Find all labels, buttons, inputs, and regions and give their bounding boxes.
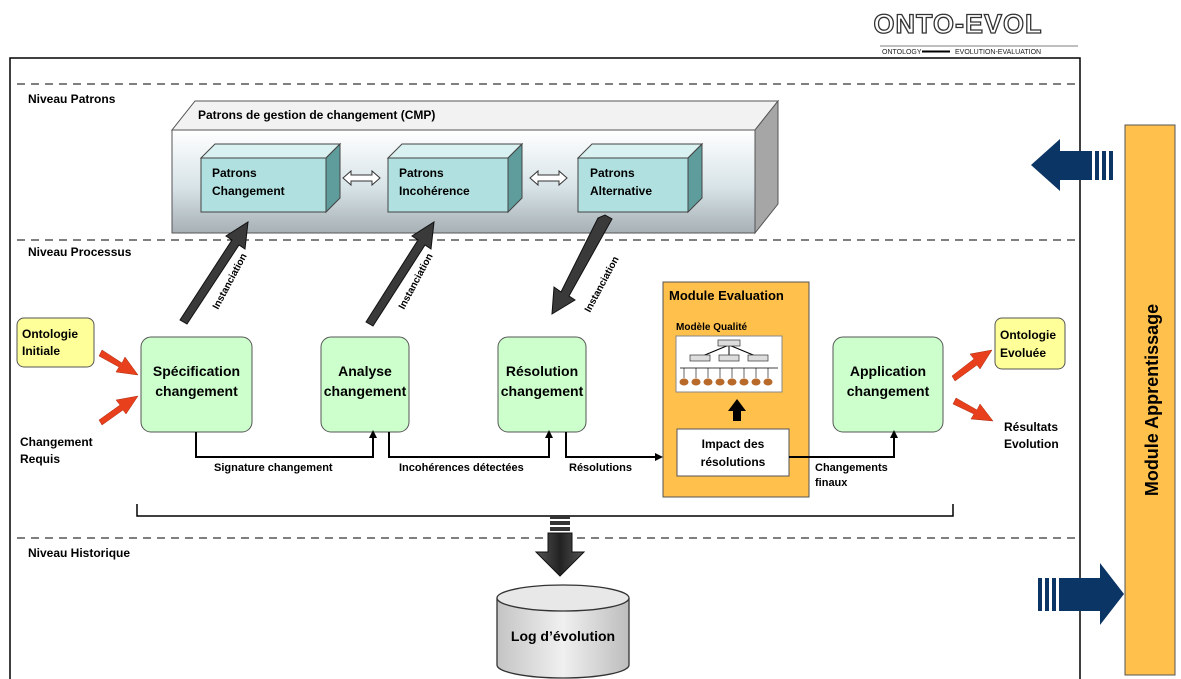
flow-label-resolutions: Résolutions bbox=[569, 462, 632, 474]
big-arrow-left-icon bbox=[1031, 139, 1113, 191]
ontologie-initiale-box: Ontologie Initiale bbox=[16, 317, 95, 368]
process-resolution: Résolution changement bbox=[497, 336, 587, 433]
instanciation-label-2: Instanciation bbox=[397, 252, 436, 312]
module-apprentissage-label: Module Apprentissage bbox=[1142, 304, 1162, 496]
flow-arrowhead-2-icon bbox=[545, 430, 553, 438]
process-specification-line1: Spécification bbox=[153, 363, 240, 379]
flow-label-incoherences: Incohérences détectées bbox=[399, 462, 524, 474]
red-arrow-input-2-icon bbox=[98, 395, 139, 426]
flow-arrowhead-1-icon bbox=[369, 430, 377, 438]
module-evaluation-title: Module Evaluation bbox=[669, 288, 784, 303]
resultats-line2: Evolution bbox=[1004, 437, 1059, 451]
logo-text: ONTO-EVOL bbox=[873, 9, 1042, 39]
process-application-line1: Application bbox=[850, 363, 926, 379]
up-arrow-icon bbox=[728, 399, 746, 421]
level-label-patrons: Niveau Patrons bbox=[28, 92, 116, 106]
cmp-box-alternative-line1: Patrons bbox=[590, 166, 635, 180]
down-arrow-to-log-icon bbox=[534, 515, 586, 577]
cmp-box-changement: Patrons Changement bbox=[199, 142, 342, 214]
instanciation-label-3: Instanciation bbox=[583, 255, 622, 315]
level-label-processus: Niveau Processus bbox=[28, 245, 132, 259]
impact-line2: résolutions bbox=[701, 455, 766, 469]
red-arrow-output-2-icon bbox=[952, 397, 994, 422]
level-label-historique: Niveau Historique bbox=[28, 546, 130, 560]
cmp-box-changement-line1: Patrons bbox=[212, 166, 257, 180]
cmp-box-changement-line2: Changement bbox=[212, 184, 285, 198]
log-bracket bbox=[136, 504, 954, 517]
cmp-title: Patrons de gestion de changement (CMP) bbox=[198, 108, 435, 122]
cmp-box-incoherence-line2: Incohérence bbox=[399, 184, 470, 198]
process-resolution-line2: changement bbox=[501, 383, 584, 399]
ontologie-evoluee-line1: Ontologie bbox=[1000, 328, 1056, 342]
quality-model-tree-icon bbox=[675, 335, 783, 393]
flow-arrowhead-3-icon bbox=[655, 453, 663, 461]
instanciation-arrow-2: Instanciation bbox=[365, 221, 436, 327]
process-analyse-line1: Analyse bbox=[338, 363, 392, 379]
ontologie-initiale-line2: Initiale bbox=[22, 344, 60, 358]
module-apprentissage: Module Apprentissage bbox=[1124, 124, 1176, 676]
cmp-box-alternative-line2: Alternative bbox=[590, 184, 652, 198]
outer-frame bbox=[9, 57, 1081, 679]
flow-label-changements-line2: finaux bbox=[815, 477, 848, 489]
logo-tagline-left: ONTOLOGY bbox=[882, 49, 922, 56]
impact-resolutions-box: Impact des résolutions bbox=[676, 428, 790, 477]
red-arrow-input-1-icon bbox=[98, 349, 139, 376]
red-arrow-output-1-icon bbox=[951, 349, 993, 382]
log-evolution-cylinder: Log d’évolution bbox=[496, 584, 630, 679]
double-arrow-1-icon bbox=[342, 169, 381, 187]
ontologie-evoluee-line2: Evoluée bbox=[1000, 346, 1046, 360]
cmp-box-incoherence-line1: Patrons bbox=[399, 166, 444, 180]
ontologie-evoluee-box: Ontologie Evoluée bbox=[994, 317, 1066, 370]
big-arrow-right-icon bbox=[1038, 563, 1124, 625]
process-application: Application changement bbox=[832, 336, 944, 433]
cmp-container: Patrons de gestion de changement (CMP) P… bbox=[170, 99, 780, 235]
ontologie-initiale-line1: Ontologie bbox=[22, 327, 78, 341]
logo-tagline-right: EVOLUTION-EVALUATION bbox=[955, 49, 1041, 56]
flow-label-signature: Signature changement bbox=[214, 462, 333, 474]
resultats-line1: Résultats bbox=[1004, 420, 1058, 434]
changement-requis-line2: Requis bbox=[20, 452, 60, 466]
impact-line1: Impact des bbox=[702, 437, 765, 451]
double-arrow-2-icon bbox=[529, 169, 568, 187]
changement-requis-line1: Changement bbox=[20, 435, 93, 449]
process-resolution-line1: Résolution bbox=[506, 363, 578, 379]
instanciation-label-1: Instanciation bbox=[211, 252, 250, 312]
cmp-box-alternative: Patrons Alternative bbox=[576, 142, 704, 214]
cmp-box-incoherence: Patrons Incohérence bbox=[386, 142, 524, 214]
process-specification-line2: changement bbox=[155, 383, 238, 399]
onto-evol-logo: ONTO-EVOL ONTOLOGY EVOLUTION-EVALUATION bbox=[873, 8, 1078, 56]
process-application-line2: changement bbox=[847, 383, 930, 399]
log-label: Log d’évolution bbox=[511, 628, 615, 644]
flow-label-changements-line1: Changements bbox=[815, 462, 888, 474]
process-analyse: Analyse changement bbox=[320, 336, 410, 433]
process-analyse-line2: changement bbox=[324, 383, 407, 399]
module-evaluation: Module Evaluation Modèle Qualité bbox=[662, 281, 810, 498]
flow-arrowhead-4-icon bbox=[890, 430, 898, 438]
flow-connectors bbox=[195, 432, 895, 458]
process-specification: Spécification changement bbox=[140, 336, 253, 433]
instanciation-arrow-1: Instanciation bbox=[179, 221, 250, 325]
quality-model-label: Modèle Qualité bbox=[676, 322, 748, 333]
